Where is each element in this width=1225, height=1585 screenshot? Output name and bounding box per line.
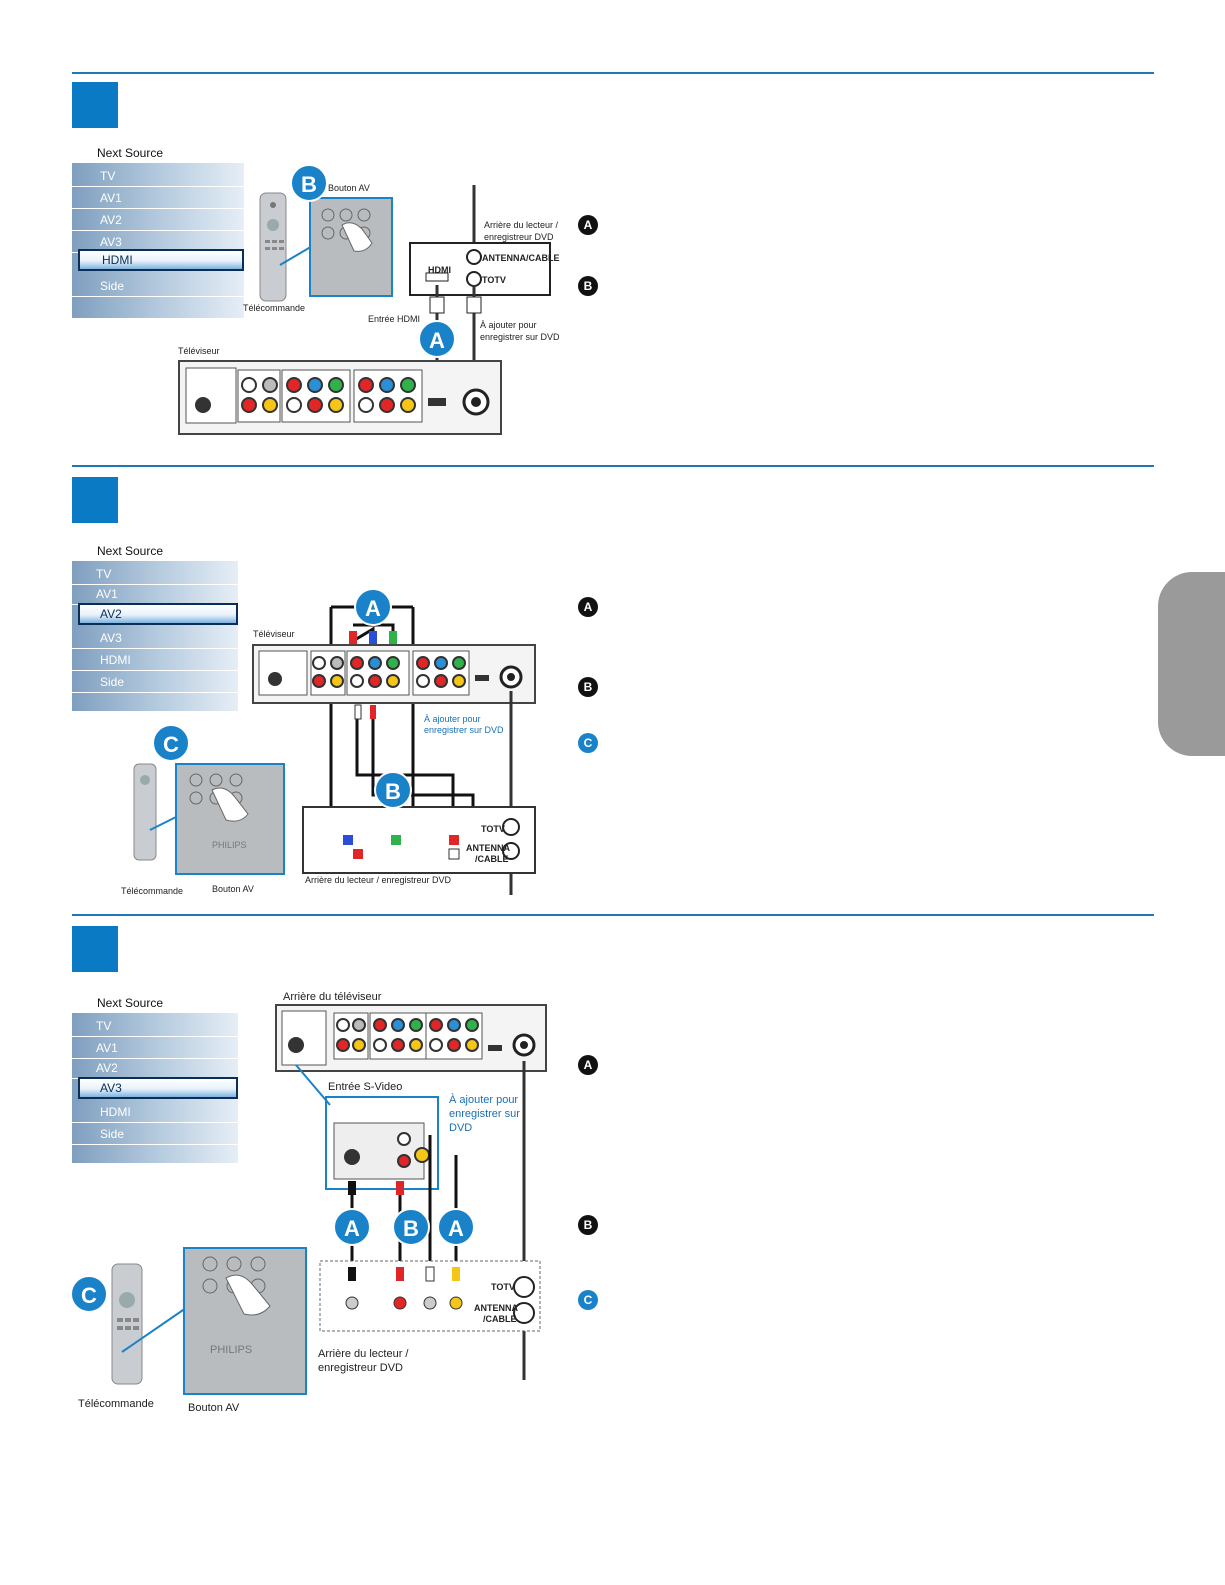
label-remote: Télécommande	[243, 303, 306, 313]
label-add-dvd-2: enregistrer sur DVD	[424, 725, 504, 735]
menu-title: Next Source	[97, 146, 164, 160]
source-menu-2: Next Source TV AV1 AV2 AV3 HDMI Side	[72, 544, 238, 711]
label-av-button: Bouton AV	[188, 1402, 240, 1414]
menu-item-av1[interactable]: AV1	[72, 1037, 238, 1059]
menu-item-tv[interactable]: TV	[72, 1015, 238, 1037]
label-av-button: Bouton AV	[212, 884, 254, 894]
menu-item-av2-selected[interactable]: AV2	[78, 603, 238, 625]
badge-a-large: A	[418, 320, 456, 358]
step-marker-2	[72, 477, 118, 523]
label-totv: TOTV	[482, 275, 506, 285]
badge-a-large-2: A	[437, 1208, 475, 1246]
label-antenna-2: /CABLE	[475, 854, 509, 864]
label-hdmi-input: Entrée HDMI	[368, 314, 421, 324]
label-svideo-input: Entrée S-Video	[328, 1081, 403, 1093]
menu-item-hdmi-selected[interactable]: HDMI	[78, 249, 244, 271]
source-menu-1: Next Source TV AV1 AV2 AV3 HDMI Side	[72, 146, 244, 318]
label-totv: TOTV	[491, 1282, 515, 1292]
remote-diagram-2	[133, 763, 285, 875]
connection-diagram-2	[252, 605, 536, 895]
label-tv-back: Arrière du téléviseur	[283, 991, 382, 1003]
label-antenna-2: /CABLE	[483, 1314, 517, 1324]
section-divider-1	[72, 72, 1154, 74]
label-add-dvd-3: DVD	[449, 1122, 473, 1134]
menu-item-side[interactable]: Side	[72, 275, 244, 297]
menu-title: Next Source	[97, 996, 164, 1010]
label-add-dvd-1: À ajouter pour	[449, 1094, 519, 1106]
step-marker-3	[72, 926, 118, 972]
badge-b-large: B	[290, 164, 328, 202]
label-brand: PHILIPS	[210, 1344, 253, 1356]
label-tv: Téléviseur	[253, 629, 295, 639]
label-hdmi: HDMI	[428, 265, 451, 275]
label-antenna-1: ANTENNA	[466, 843, 510, 853]
menu-item-tv[interactable]: TV	[72, 165, 244, 187]
label-totv: TOTV	[481, 824, 505, 834]
label-add-dvd-2: enregistrer sur DVD	[480, 332, 560, 342]
label-dvd-back-1: Arrière du lecteur /	[318, 1348, 409, 1360]
menu-title: Next Source	[97, 544, 164, 558]
label-add-dvd-1: À ajouter pour	[424, 714, 481, 724]
label-dvd-back-2: enregistreur DVD	[318, 1362, 403, 1374]
badge-b-2: B	[578, 677, 598, 697]
menu-item-hdmi[interactable]: HDMI	[72, 649, 238, 671]
label-add-dvd-2: enregistrer sur	[449, 1108, 520, 1120]
label-brand: PHILIPS	[212, 840, 247, 850]
label-antenna-cable: ANTENNA/CABLE	[482, 253, 560, 263]
menu-item-side[interactable]: Side	[72, 1123, 238, 1145]
section-divider-2	[72, 465, 1154, 467]
remote-diagram-1	[259, 192, 393, 302]
source-menu-3: Next Source TV AV1 AV2 AV3 HDMI Side	[72, 996, 238, 1163]
badge-c-2: C	[578, 733, 598, 753]
menu-item-tv[interactable]: TV	[72, 563, 238, 585]
section-divider-3	[72, 914, 1154, 916]
label-tv: Téléviseur	[178, 346, 220, 356]
badge-a-large: A	[333, 1208, 371, 1246]
label-antenna-1: ANTENNA	[474, 1303, 518, 1313]
badge-a-1: A	[578, 215, 598, 235]
label-dvd-back-2: enregistreur DVD	[484, 232, 554, 242]
label-remote: Télécommande	[121, 886, 184, 896]
badge-b-large: B	[392, 1208, 430, 1246]
label-dvd-back: Arrière du lecteur / enregistreur DVD	[305, 875, 452, 885]
menu-panel: TV AV1 AV2 AV3 HDMI Side	[72, 1013, 238, 1163]
menu-item-side[interactable]: Side	[72, 671, 238, 693]
label-dvd-back-1: Arrière du lecteur /	[484, 220, 559, 230]
menu-item-av2[interactable]: AV2	[72, 1057, 238, 1079]
remote-diagram-3	[111, 1247, 307, 1395]
menu-item-av2[interactable]: AV2	[72, 209, 244, 231]
badge-c-3: C	[578, 1290, 598, 1310]
badge-b-1: B	[578, 276, 598, 296]
label-remote: Télécommande	[78, 1398, 154, 1410]
menu-item-av3[interactable]: AV3	[72, 627, 238, 649]
label-add-dvd-1: À ajouter pour	[480, 320, 537, 330]
connection-diagram-3	[275, 1004, 547, 1380]
badge-a-3: A	[578, 1055, 598, 1075]
menu-item-hdmi[interactable]: HDMI	[72, 1101, 238, 1123]
badge-c-large: C	[152, 724, 190, 762]
tv-back-panel-1	[178, 360, 502, 435]
menu-item-av1[interactable]: AV1	[72, 187, 244, 209]
label-av-button: Bouton AV	[328, 183, 370, 193]
badge-c-large: C	[70, 1275, 108, 1313]
badge-b-large: B	[374, 771, 412, 809]
menu-panel: TV AV1 AV2 AV3 HDMI Side	[72, 561, 238, 711]
menu-item-av3-selected[interactable]: AV3	[78, 1077, 238, 1099]
menu-panel: TV AV1 AV2 AV3 HDMI Side	[72, 163, 244, 318]
chapter-side-tab[interactable]	[1158, 572, 1225, 756]
badge-a-large: A	[354, 588, 392, 626]
menu-item-av1[interactable]: AV1	[72, 583, 238, 605]
badge-b-3: B	[578, 1215, 598, 1235]
dvd-connection-diagram-1	[409, 185, 551, 375]
step-marker-1	[72, 82, 118, 128]
badge-a-2: A	[578, 597, 598, 617]
